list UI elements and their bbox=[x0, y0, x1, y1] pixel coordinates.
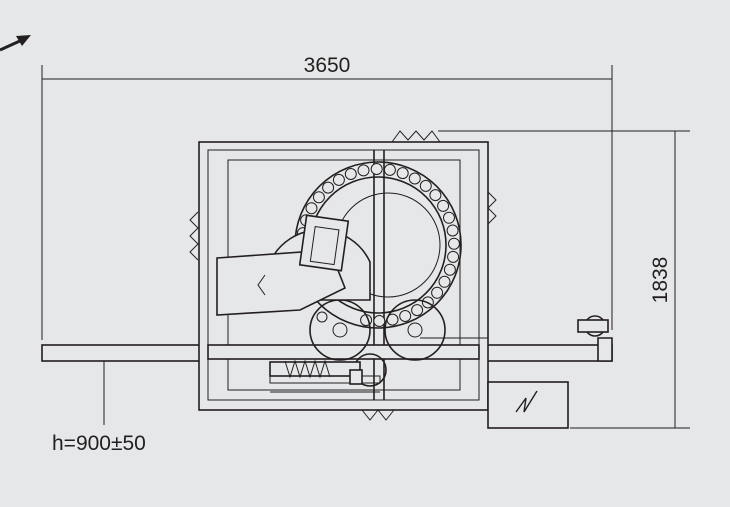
carousel-pocket bbox=[322, 181, 335, 194]
carousel-pocket bbox=[305, 202, 318, 215]
carousel-pocket bbox=[383, 163, 396, 176]
carousel-pocket bbox=[429, 189, 442, 202]
carousel-pocket bbox=[373, 315, 386, 327]
length-label: 3650 bbox=[304, 54, 351, 77]
carousel-pocket bbox=[357, 164, 370, 177]
screw-feeder bbox=[269, 359, 381, 393]
carousel-pocket bbox=[448, 237, 460, 250]
carousel-pocket bbox=[370, 163, 383, 175]
carousel-pocket bbox=[411, 304, 424, 317]
height-label: h=900±50 bbox=[52, 432, 146, 455]
carousel-pocket bbox=[312, 191, 325, 204]
carousel-pocket bbox=[408, 172, 421, 185]
carousel-pocket bbox=[443, 263, 456, 276]
lightning-icon bbox=[515, 390, 538, 413]
carousel bbox=[294, 161, 462, 329]
carousel-pocket bbox=[396, 167, 409, 180]
carousel-pocket bbox=[438, 275, 451, 288]
inner-rail bbox=[207, 337, 488, 360]
electrical-cabinet bbox=[487, 381, 569, 429]
carousel-pocket bbox=[446, 224, 459, 237]
carousel-pocket bbox=[344, 168, 357, 180]
feed-chute bbox=[216, 214, 350, 316]
width-label: 1838 bbox=[649, 257, 672, 304]
arrow-icon bbox=[0, 35, 31, 52]
width-dimension: 1838 bbox=[438, 130, 690, 429]
carousel-pocket bbox=[399, 310, 412, 322]
carousel-pocket bbox=[332, 173, 345, 186]
length-dimension: 3650 bbox=[41, 54, 613, 340]
carousel-pocket bbox=[447, 250, 460, 263]
carousel-pocket bbox=[443, 211, 455, 224]
carousel-pocket bbox=[431, 286, 444, 299]
carousel-pocket bbox=[419, 179, 432, 192]
carousel-pocket bbox=[437, 199, 450, 212]
